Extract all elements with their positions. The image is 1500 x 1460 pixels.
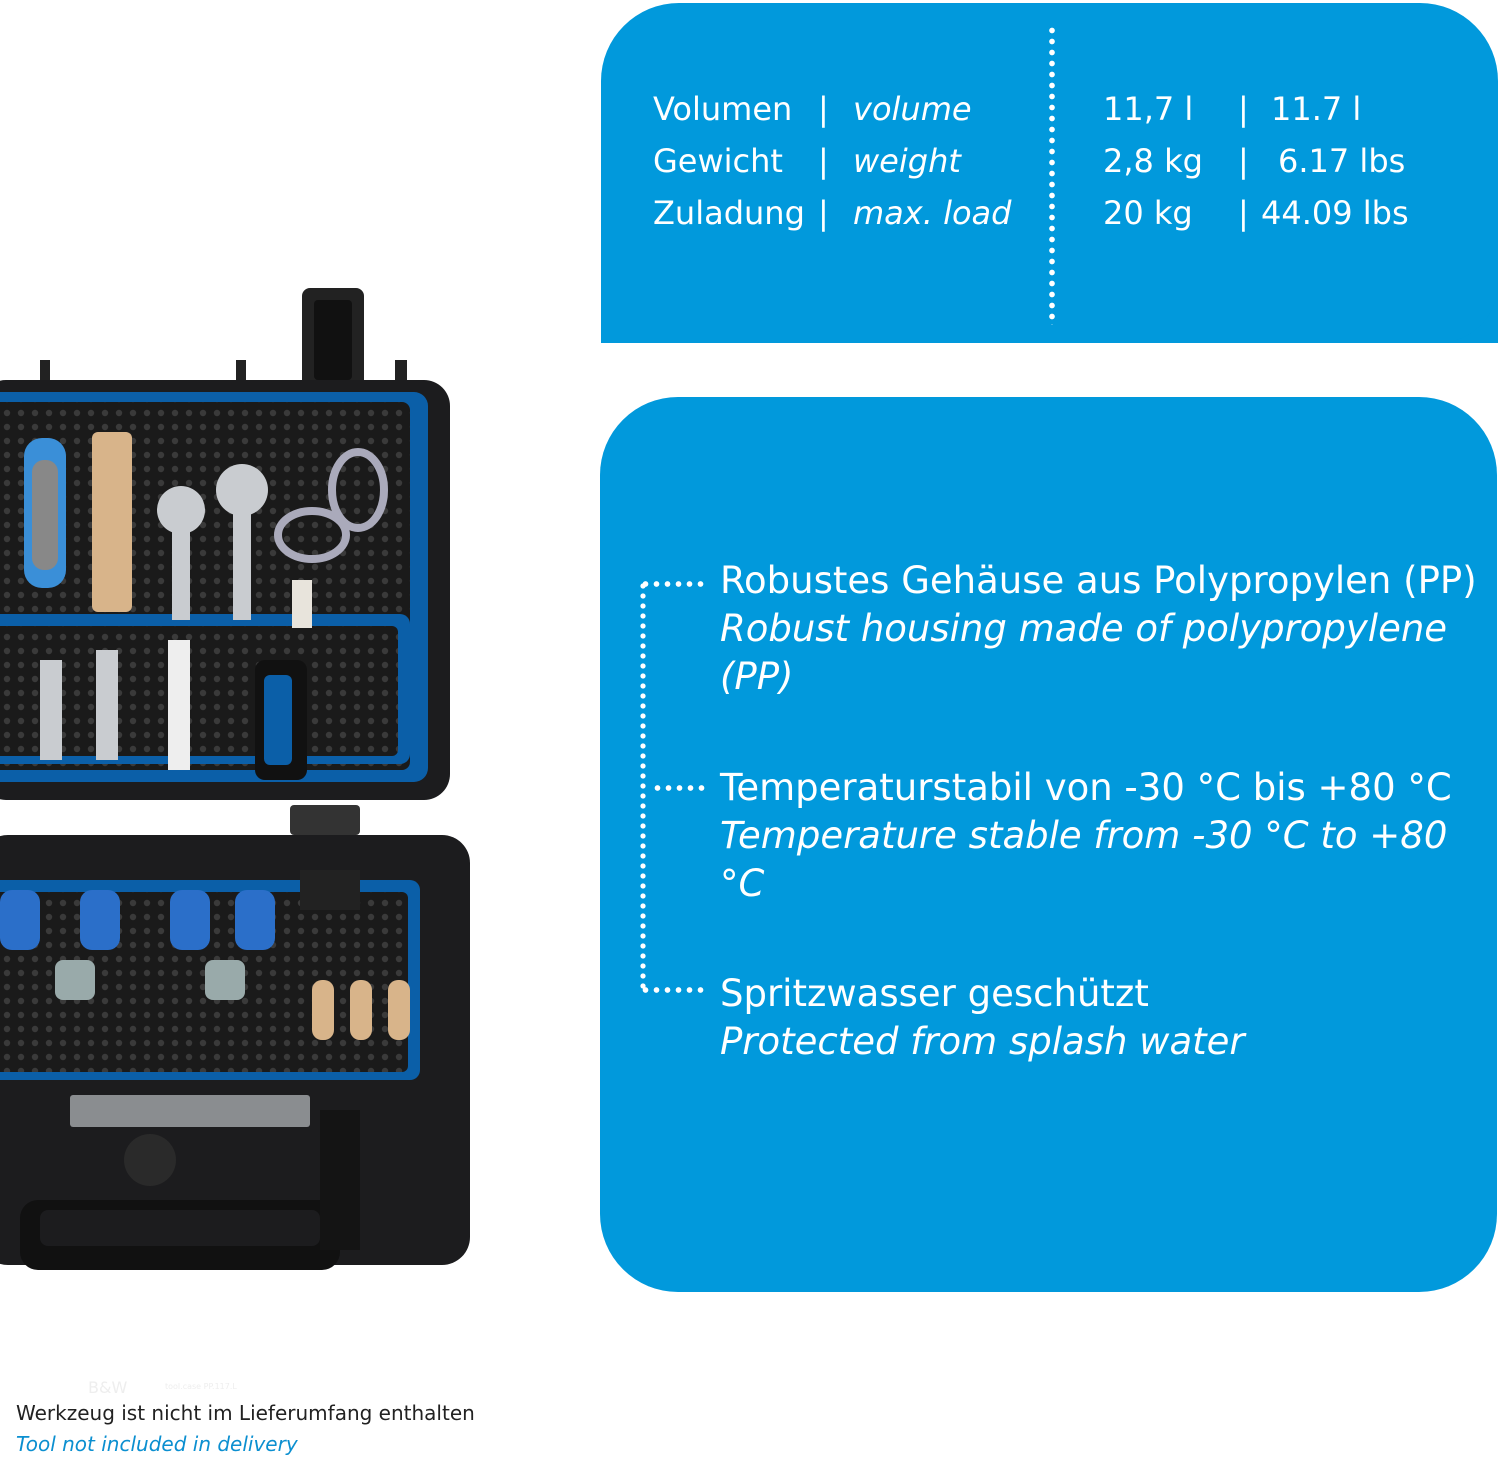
feature-text-de: Robustes Gehäuse aus Polypropylen (PP) <box>720 559 1477 602</box>
brand-label: B&W <box>88 1378 128 1397</box>
feature-text-en: Protected from splash water <box>720 1020 1245 1063</box>
spec-value-imperial: 6.17 lbs <box>1278 142 1406 180</box>
feature-connector-3 <box>640 987 706 993</box>
spec-separator: | <box>1238 142 1249 180</box>
feature-connector-line <box>640 581 646 991</box>
spec-separator: | <box>1238 194 1249 232</box>
spec-panel: Volumen | volume 11,7 l | 11.7 l Gewicht… <box>601 3 1498 343</box>
spec-label-de: Volumen <box>653 90 793 128</box>
spec-label-de: Zuladung <box>653 194 805 232</box>
feature-panel: Robustes Gehäuse aus Polypropylen (PP) R… <box>600 397 1497 1292</box>
spec-value-metric: 20 kg <box>1103 194 1193 232</box>
spec-separator: | <box>1238 90 1249 128</box>
spec-separator: | <box>818 90 829 128</box>
spec-label-en: weight <box>853 142 961 180</box>
feature-text-de: Spritzwasser geschützt <box>720 972 1149 1015</box>
product-photo: B&W tool.case PP.117.L <box>0 280 470 1397</box>
feature-text-en: Robust housing made of polypropylene <box>720 607 1448 650</box>
feature-connector-1 <box>640 581 706 587</box>
footer-note-en: Tool not included in delivery <box>16 1432 298 1456</box>
feature-text-en: (PP) <box>720 655 794 698</box>
feature-text-de: Temperaturstabil von -30 °C bis +80 °C <box>720 766 1452 809</box>
model-label: tool.case PP.117.L <box>165 1382 237 1391</box>
spec-label-de: Gewicht <box>653 142 783 180</box>
feature-splash-water: Spritzwasser geschützt Protected from sp… <box>720 970 1245 1066</box>
footer-note: Werkzeug ist nicht im Lieferumfang entha… <box>16 1398 475 1460</box>
feature-connector-2 <box>652 785 706 791</box>
spec-value-metric: 11,7 l <box>1103 90 1194 128</box>
feature-temperature: Temperaturstabil von -30 °C bis +80 °C T… <box>720 764 1497 908</box>
spec-label-en: max. load <box>853 194 1012 232</box>
feature-text-en: Temperature stable from -30 °C to +80 °C <box>720 814 1448 905</box>
spec-separator: | <box>818 142 829 180</box>
feature-housing: Robustes Gehäuse aus Polypropylen (PP) R… <box>720 557 1477 701</box>
spec-value-metric: 2,8 kg <box>1103 142 1203 180</box>
spec-value-imperial: 11.7 l <box>1271 90 1362 128</box>
spec-value-imperial: 44.09 lbs <box>1261 194 1409 232</box>
spec-divider <box>1049 25 1055 325</box>
spec-separator: | <box>818 194 829 232</box>
footer-note-de: Werkzeug ist nicht im Lieferumfang entha… <box>16 1401 475 1425</box>
spec-label-en: volume <box>853 90 972 128</box>
